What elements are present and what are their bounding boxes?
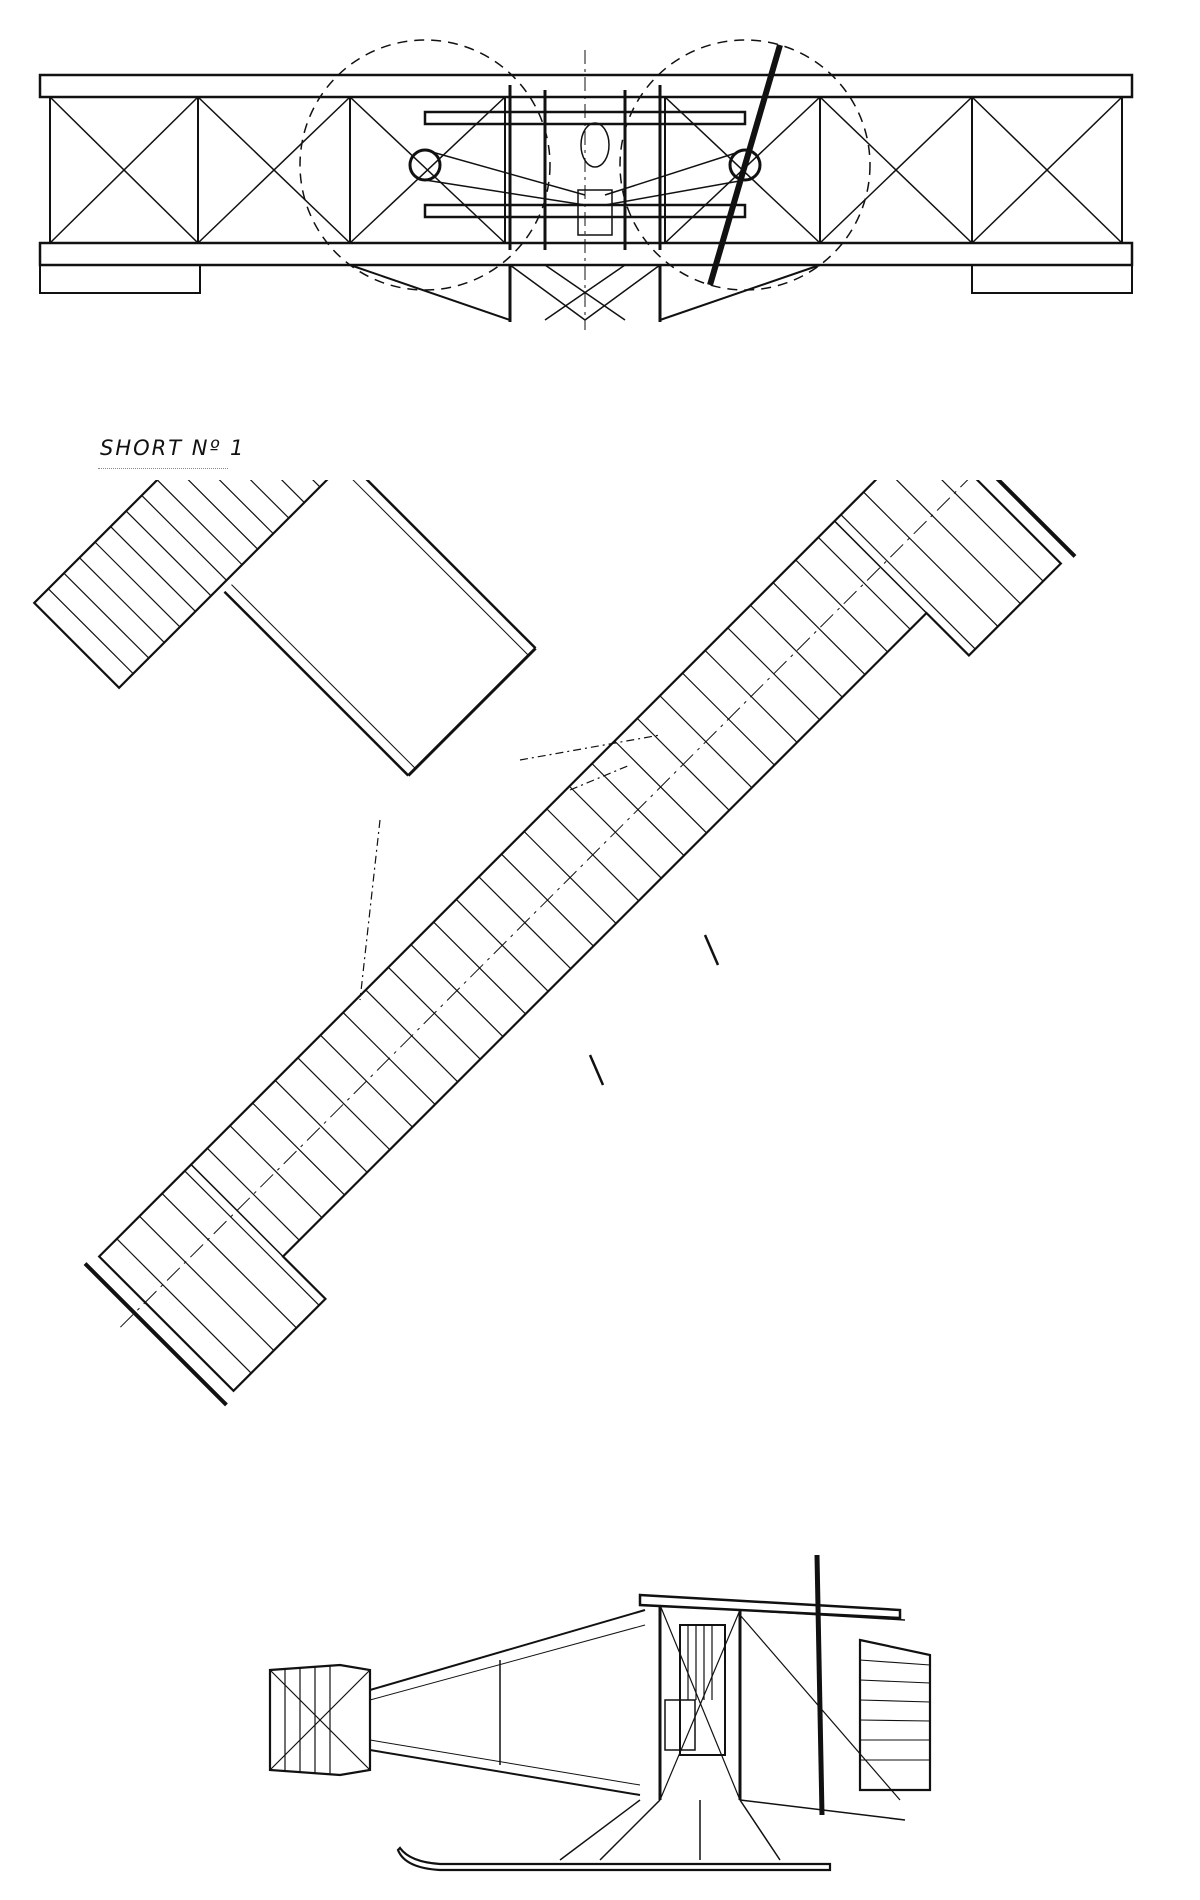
wing-rib: [908, 480, 1044, 582]
tail-rib: [172, 480, 259, 550]
tail-rib: [125, 510, 212, 597]
side-elevation-view: [268, 1554, 932, 1872]
title-underline: [98, 468, 228, 469]
drawing-title: SHORT Nº 1: [100, 436, 246, 460]
tail-rib: [156, 480, 243, 566]
wing-rib: [229, 1125, 323, 1219]
tail-rib: [79, 557, 165, 643]
plan-view: [32, 480, 1077, 1407]
tail-rib: [110, 526, 196, 612]
tail-rib: [63, 572, 150, 659]
wing-rib: [795, 559, 889, 653]
wing-rib: [772, 582, 866, 675]
wing-rib: [161, 1193, 297, 1329]
tail-rib: [219, 480, 305, 503]
wing-rib: [252, 1102, 345, 1196]
tail-rib: [94, 541, 181, 628]
wing-rib: [206, 1147, 300, 1241]
wing-rib: [274, 1079, 368, 1173]
tail-rib: [187, 480, 274, 535]
wing-rib: [727, 627, 821, 721]
tail-rib: [203, 480, 290, 519]
wing-rib: [184, 1170, 320, 1306]
tail-rib: [47, 588, 134, 675]
wing-rib: [817, 536, 911, 630]
wing-rib: [749, 604, 843, 698]
front-elevation-view: [38, 39, 1134, 330]
tail-rib: [141, 495, 227, 581]
wing-rib: [297, 1057, 391, 1151]
tail-rib: [234, 480, 321, 488]
wing-rib: [116, 1238, 252, 1374]
wing-rib: [840, 514, 976, 650]
wing-rib: [885, 480, 1021, 605]
wing-rib: [863, 491, 999, 627]
wing-rib: [139, 1215, 275, 1351]
